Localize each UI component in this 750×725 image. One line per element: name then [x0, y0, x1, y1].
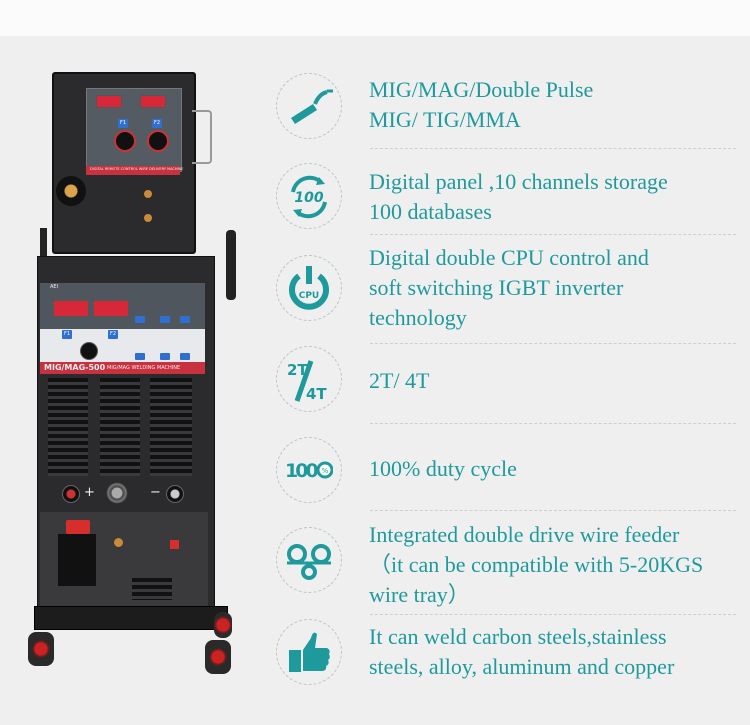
vent-right — [150, 378, 192, 476]
front-wheel-left — [28, 632, 54, 666]
switch-housing — [58, 534, 96, 586]
top-band — [0, 0, 750, 36]
feature-line: Digital double CPU control and — [369, 245, 649, 270]
rear-wheel — [214, 612, 232, 638]
positive-sign: + — [84, 485, 95, 500]
feature-1-text: MIG/MAG/Double Pulse MIG/ TIG/MMA — [369, 75, 593, 135]
model-name: MIG/MAG-500 — [44, 363, 106, 372]
feature-5-text: 100% duty cycle — [369, 454, 517, 484]
divider — [370, 510, 736, 511]
feeder-knob-1 — [114, 130, 136, 152]
100-cycle-icon: 100 — [276, 163, 342, 229]
panel-button — [180, 316, 190, 323]
feeder-knob-2 — [147, 130, 169, 152]
welding-torch-icon — [276, 73, 342, 139]
negative-sign: − — [150, 485, 161, 500]
main-display-1 — [53, 300, 89, 317]
feature-line: soft switching IGBT inverter — [369, 275, 624, 300]
feeder-f1-button: F1 — [118, 119, 128, 128]
feeder-display-2 — [140, 95, 166, 108]
feature-line: wire tray） — [369, 582, 470, 607]
feeder-f2-button: F2 — [152, 119, 162, 128]
panel-button — [135, 353, 145, 360]
feature-line: technology — [369, 305, 467, 330]
cart-base — [34, 606, 228, 630]
torch-connector — [56, 176, 86, 206]
feature-6-text: Integrated double drive wire feeder （it … — [369, 520, 703, 610]
model-strip — [40, 362, 205, 374]
feature-line: Integrated double drive wire feeder — [369, 522, 680, 547]
duty-icon-label: 100 — [285, 460, 318, 482]
feature-7-text: It can weld carbon steels,stainless stee… — [369, 622, 674, 682]
cpu-icon-label: CPU — [299, 291, 320, 301]
divider — [370, 343, 736, 344]
percent-label: % — [322, 467, 329, 475]
feature-line: （it can be compatible with 5-20KGS — [369, 552, 704, 577]
main-display-2 — [93, 300, 129, 317]
wire-feeder-rollers-icon — [276, 527, 342, 593]
positive-terminal — [62, 485, 80, 503]
panel-button — [160, 316, 170, 323]
feature-line: 100 databases — [369, 199, 492, 224]
feeder-gas-connector — [144, 190, 152, 198]
thumbs-up-icon — [276, 619, 342, 685]
feature-line: 2T/ 4T — [369, 368, 430, 393]
control-socket — [106, 482, 128, 504]
main-f2-button: F2 — [108, 330, 118, 339]
divider — [370, 423, 736, 424]
feeder-gas-connector-2 — [144, 214, 152, 222]
feeder-handle — [192, 110, 212, 164]
panel-button — [135, 316, 145, 323]
indicator-light — [170, 540, 179, 549]
handle-post-right — [226, 230, 236, 300]
bottom-vent — [132, 578, 172, 600]
divider — [370, 148, 736, 149]
feature-line: MIG/ TIG/MMA — [369, 107, 521, 132]
feature-2-text: Digital panel ,10 channels storage 100 d… — [369, 167, 668, 227]
handle-post-left — [40, 228, 47, 258]
main-brand-text: AEI — [50, 284, 59, 290]
cpu-power-icon: CPU — [276, 255, 342, 321]
main-knob — [80, 342, 98, 360]
divider — [370, 234, 736, 235]
front-wheel-right — [205, 640, 231, 674]
panel-button — [160, 353, 170, 360]
negative-terminal — [166, 485, 184, 503]
feature-3-text: Digital double CPU control and soft swit… — [369, 243, 649, 333]
feeder-display-1 — [96, 95, 122, 108]
2t-label: 2T — [287, 361, 308, 379]
feature-line: 100% duty cycle — [369, 456, 517, 481]
panel-button — [180, 353, 190, 360]
vent-left — [48, 378, 88, 476]
vent-middle — [100, 378, 140, 476]
feeder-panel-strip — [86, 166, 180, 175]
gas-outlet — [114, 538, 123, 547]
feeder-panel-title: DIGITAL REMOTE CONTROL WIRE DELIVERY MAC… — [90, 167, 184, 171]
model-subtitle: MIG/MAG WELDING MACHINE — [107, 365, 181, 371]
feature-line: Digital panel ,10 channels storage — [369, 169, 668, 194]
feature-line: MIG/MAG/Double Pulse — [369, 77, 594, 102]
divider — [370, 614, 736, 615]
power-switch — [66, 520, 90, 534]
main-f1-button: F1 — [62, 330, 72, 339]
feature-4-text: 2T/ 4T — [369, 366, 430, 396]
feature-line: It can weld carbon steels,stainless — [369, 624, 667, 649]
feature-line: steels, alloy, aluminum and copper — [369, 654, 675, 679]
cycle-icon-label: 100 — [294, 190, 323, 206]
4t-label: 4T — [306, 385, 327, 403]
100-percent-icon: 100% — [276, 437, 342, 503]
